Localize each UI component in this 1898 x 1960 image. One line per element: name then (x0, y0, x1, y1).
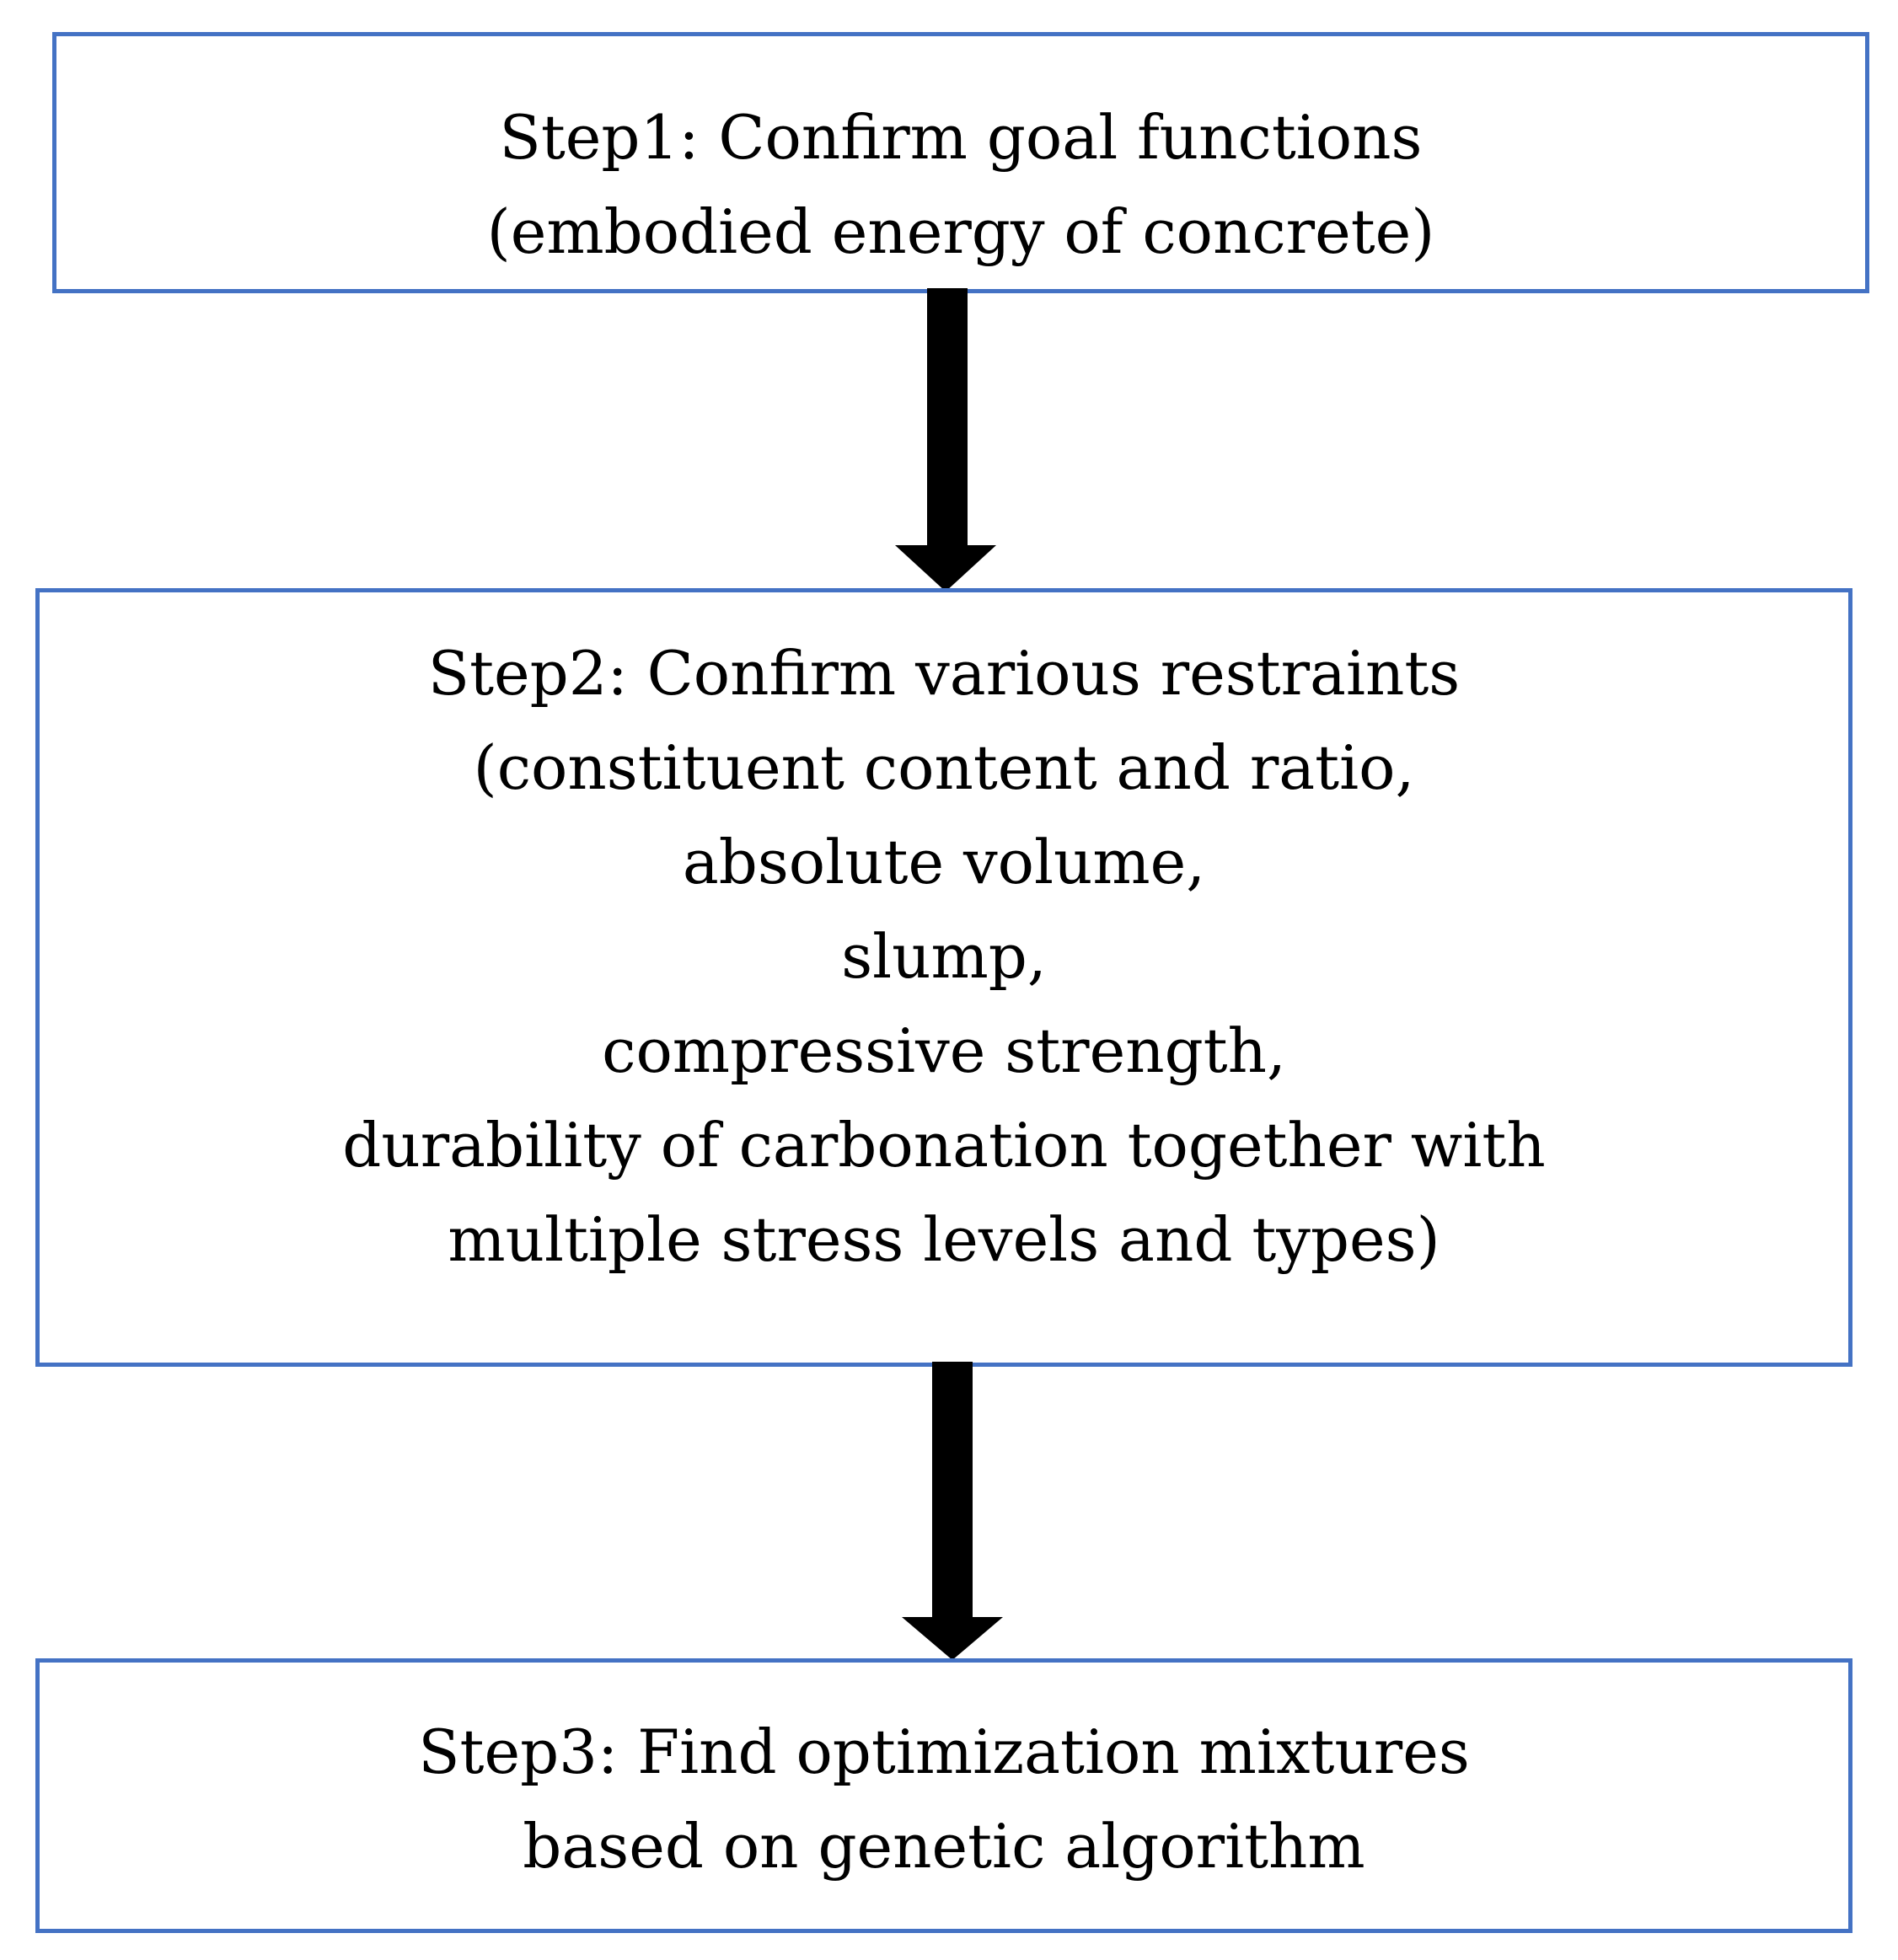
flow-arrow-step2-to-step3 (902, 1362, 1003, 1660)
step1-box: Step1: Confirm goal functions (embodied … (52, 32, 1869, 293)
step3-detail: based on genetic algorithm (523, 1811, 1365, 1882)
step2-detail-line-5: durability of carbonation together with (342, 1110, 1546, 1181)
step2-title: Step2: Confirm various restraints (427, 638, 1461, 709)
step2-detail-line-1: (constituent content and ratio, (473, 732, 1415, 803)
arrow2-shaft (932, 1362, 973, 1623)
step1-detail: (embodied energy of concrete) (486, 196, 1435, 267)
step3-box: Step3: Find optimization mixtures based … (35, 1658, 1852, 1933)
step1-title: Step1: Confirm goal functions (499, 102, 1423, 173)
step2-box: Step2: Confirm various restraints (const… (35, 588, 1852, 1367)
flow-arrow-step1-to-step2 (895, 288, 996, 592)
step2-detail-line-3: slump, (841, 921, 1047, 992)
arrow1-shaft (927, 288, 968, 549)
step2-detail-line-2: absolute volume, (682, 827, 1206, 897)
step2-detail-line-6: multiple stress levels and types) (448, 1204, 1440, 1275)
step3-title: Step3: Find optimization mixtures (418, 1716, 1470, 1787)
arrow1-head (895, 545, 996, 592)
arrow2-head (902, 1617, 1003, 1660)
step2-detail-line-4: compressive strength, (602, 1015, 1286, 1086)
